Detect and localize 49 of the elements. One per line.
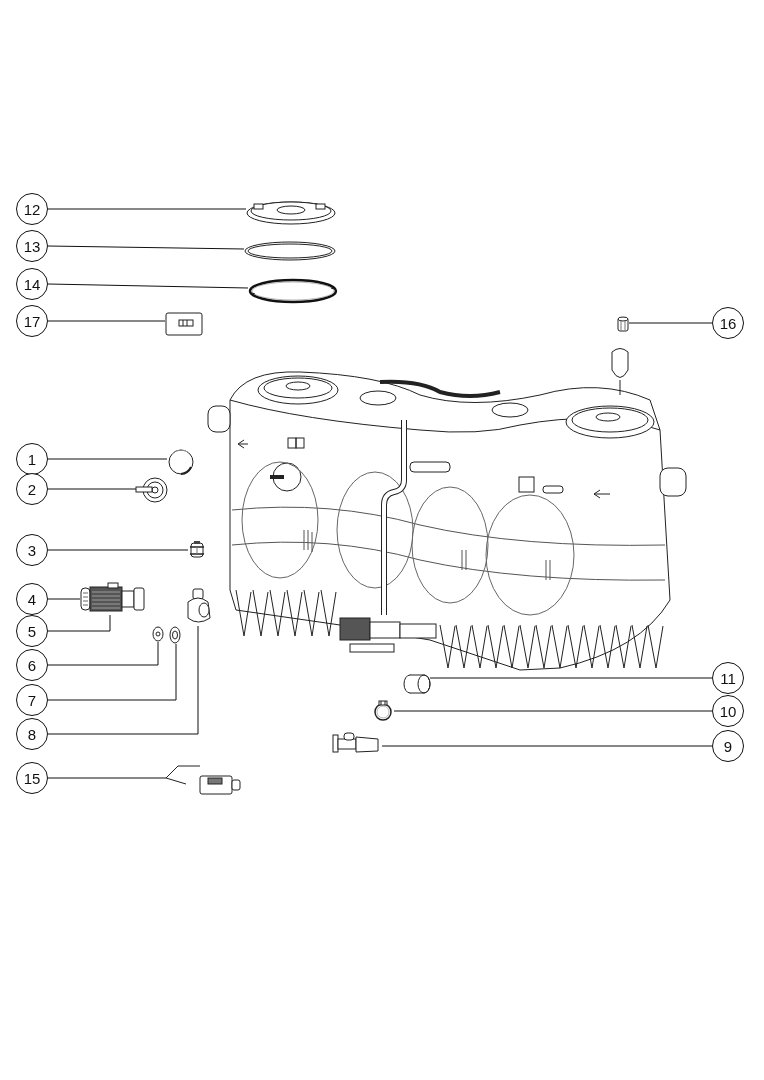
leader-line [47,641,159,666]
leader-line [47,488,137,490]
leader-line [47,625,199,735]
sleeve-drawing [402,672,430,694]
pump-housing-drawing [184,588,212,626]
callout-number: 12 [16,193,48,225]
seal-ring-drawing [248,279,338,303]
wear-ring-drawing [168,626,182,644]
control-box-drawing [165,310,205,338]
leader-line [393,710,713,712]
callout-number: 4 [16,583,48,615]
callout-number: 6 [16,649,48,681]
leader-line [47,643,177,701]
callout-number: 8 [16,718,48,750]
leader-line [429,677,713,679]
leader-line [47,549,189,551]
leader-line [47,777,167,779]
callout-number: 13 [16,230,48,262]
callout-number: 7 [16,684,48,716]
leader-line [47,245,245,250]
impeller-drawing [152,626,164,642]
leader-line [47,320,166,322]
leader-line [381,745,713,747]
callout-number: 10 [712,695,744,727]
cover-disc-drawing [167,448,195,476]
motor-drawing [90,583,146,615]
hose-clamp-drawing [374,700,394,722]
clamp-drawing [188,541,206,559]
callout-number: 17 [16,305,48,337]
valve-drawing [332,731,382,755]
callout-number: 2 [16,473,48,505]
callout-number: 14 [16,268,48,300]
leader-line [47,458,168,460]
callout-number: 15 [16,762,48,794]
leader-line [47,614,111,632]
callout-number: 16 [712,307,744,339]
leader-line [47,208,247,210]
flange-drawing [136,476,168,504]
ring-drawing [244,241,336,261]
callout-number: 11 [712,662,744,694]
plug-drawing [617,316,629,332]
leader-line [47,283,249,289]
callout-number: 3 [16,534,48,566]
callout-number: 5 [16,615,48,647]
callout-number: 1 [16,443,48,475]
leader-line [47,598,81,600]
callout-number: 9 [712,730,744,762]
lid-drawing [246,199,336,225]
leader-line [628,322,713,324]
